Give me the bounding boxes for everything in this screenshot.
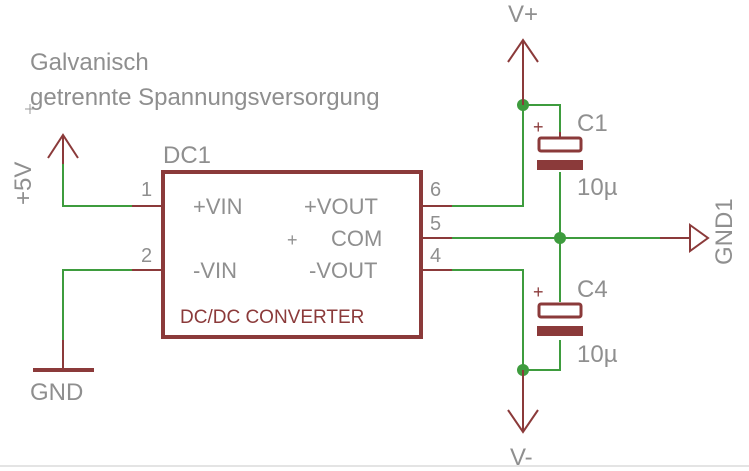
c1-plate-positive <box>537 136 583 153</box>
wire-pin2-to-gnd[interactable] <box>62 269 132 340</box>
c1-capacitor[interactable] <box>537 132 583 170</box>
dc1-pin-vin-plus: +VIN <box>193 194 243 219</box>
vplus-symbol[interactable] <box>507 38 539 105</box>
wire-c4-to-vminus[interactable] <box>523 340 561 371</box>
c4-name: C4 <box>577 276 608 303</box>
wire-pin6-to-vplus[interactable] <box>452 105 524 207</box>
title-origin-mark <box>25 104 35 114</box>
wire-pin4-to-vminus[interactable] <box>452 269 524 370</box>
vminus-label: V- <box>510 444 533 471</box>
dc1-origin-mark: + <box>287 230 298 250</box>
dc1-pin-vout-plus: +VOUT <box>304 194 378 219</box>
dc1-pin5-number: 5 <box>430 213 441 235</box>
junction-com <box>554 232 566 244</box>
dc1-pin6-number: 6 <box>430 179 441 201</box>
gnd-left-symbol[interactable] <box>33 340 94 372</box>
dc1-value: DC/DC CONVERTER <box>180 307 364 328</box>
dc1-body[interactable] <box>161 170 423 339</box>
dc1-pin-com: COM <box>331 226 382 251</box>
gnd1-symbol[interactable] <box>660 223 710 253</box>
dc1-pin2-number: 2 <box>141 245 152 267</box>
supply-plus5v-symbol[interactable] <box>47 133 79 164</box>
c4-polarity: + <box>533 282 544 302</box>
c4-capacitor[interactable] <box>537 302 583 336</box>
dc1-pin1-number: 1 <box>141 179 152 201</box>
c1-name: C1 <box>577 110 608 137</box>
c4-value: 10µ <box>577 341 618 368</box>
vminus-symbol[interactable] <box>507 370 539 434</box>
c4-plate-positive <box>537 302 583 319</box>
dc1-pin4-number: 4 <box>430 245 441 267</box>
gnd1-label: GND1 <box>711 198 738 265</box>
wire-plus5v-to-pin1[interactable] <box>62 164 132 207</box>
vplus-label: V+ <box>508 1 538 28</box>
supply-plus5v-label: +5V <box>10 162 37 205</box>
dc1-pin-vout-minus: -VOUT <box>309 258 377 283</box>
gnd-left-label: GND <box>30 379 83 406</box>
dc1-pin-vin-minus: -VIN <box>193 258 237 283</box>
dc1-name: DC1 <box>163 142 211 169</box>
title-line-1: Galvanisch <box>30 49 149 76</box>
title-line-2: getrennte Spannungsversorgung <box>30 84 380 111</box>
wire-vplus-to-c1[interactable] <box>523 104 561 132</box>
c4-plate-negative <box>537 326 583 336</box>
c1-value: 10µ <box>577 174 618 201</box>
dc1-component[interactable] <box>132 170 452 339</box>
c1-plate-negative <box>537 160 583 170</box>
c1-polarity: + <box>533 117 544 137</box>
